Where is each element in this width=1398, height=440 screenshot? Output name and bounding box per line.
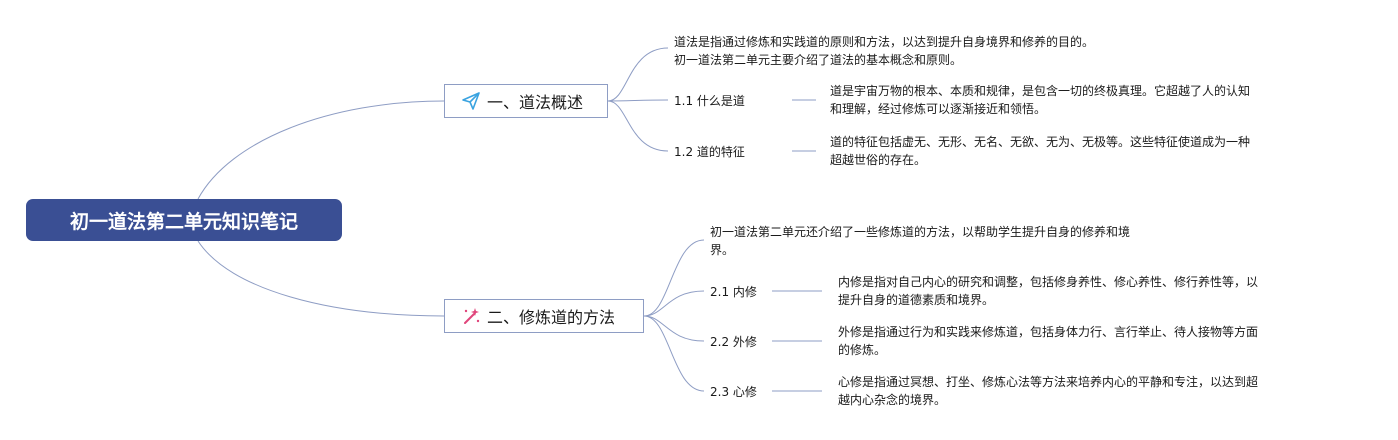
desc-line: 道的特征包括虚无、无形、无名、无欲、无为、无极等。这些特征使道成为一种 [830, 135, 1251, 149]
sub-node-label: 1.2 道的特征 [674, 145, 745, 159]
link-branch-2-item-3 [643, 315, 705, 392]
branch-label: 一、道法概述 [487, 93, 584, 112]
link-branch-1-item-2 [607, 100, 669, 152]
link-root-branch-1 [197, 100, 445, 200]
sub-node-desc: 心修是指通过冥想、打坐、修炼心法等方法来培养内心的平静和专注，以达到超 越内心杂… [838, 373, 1258, 409]
desc-line: 的修炼。 [838, 343, 887, 357]
link-branch-2-item-2 [643, 315, 705, 342]
branch-label: 二、修炼道的方法 [487, 308, 616, 327]
branch-node-methods[interactable]: 二、修炼道的方法 [444, 299, 644, 333]
desc-line: 和理解，经过修炼可以逐渐接近和领悟。 [830, 102, 1047, 116]
sub-node-label: 2.2 外修 [710, 335, 757, 349]
link-root-branch-2 [197, 240, 445, 317]
sub-node-heart-cultivation[interactable]: 2.3 心修 [710, 383, 757, 401]
link-branch-2-summary [643, 239, 705, 317]
desc-line: 提升自身的道德素质和境界。 [838, 293, 995, 307]
root-node[interactable]: 初一道法第二单元知识笔记 [26, 199, 342, 241]
sub-node-desc: 道的特征包括虚无、无形、无名、无欲、无为、无极等。这些特征使道成为一种 超越世俗… [830, 133, 1250, 169]
desc-line: 外修是指通过行为和实践来修炼道，包括身体力行、言行举止、待人接物等方面 [838, 325, 1259, 339]
sub-node-outer-cultivation[interactable]: 2.2 外修 [710, 333, 757, 351]
sub-node-inner-cultivation[interactable]: 2.1 内修 [710, 283, 757, 301]
desc-line: 心修是指通过冥想、打坐、修炼心法等方法来培养内心的平静和专注，以达到超 [838, 375, 1259, 389]
sub-node-what-is-dao[interactable]: 1.1 什么是道 [674, 92, 745, 110]
root-title: 初一道法第二单元知识笔记 [69, 210, 298, 233]
desc-line: 越内心杂念的境界。 [838, 393, 947, 407]
sub-node-label: 2.3 心修 [710, 385, 757, 399]
link-branch-1-item-1 [607, 99, 669, 102]
sub-node-desc: 道是宇宙万物的根本、本质和规律，是包含一切的终极真理。它超越了人的认知 和理解，… [830, 82, 1250, 118]
link-branch-2-item-1 [643, 290, 705, 317]
summary-line: 界。 [710, 243, 735, 257]
branch-2-summary: 初一道法第二单元还介绍了一些修炼道的方法，以帮助学生提升自身的修养和境 界。 [710, 223, 1130, 259]
sub-node-label: 2.1 内修 [710, 285, 757, 299]
desc-line: 内修是指对自己内心的研究和调整，包括修身养性、修心养性、修行养性等，以 [838, 275, 1259, 289]
summary-line: 初一道法第二单元还介绍了一些修炼道的方法，以帮助学生提升自身的修养和境 [710, 225, 1131, 239]
branch-node-overview[interactable]: 一、道法概述 [444, 84, 608, 118]
link-branch-1-summary [607, 47, 669, 102]
summary-line: 道法是指通过修炼和实践道的原则和方法，以达到提升自身境界和修养的目的。 [674, 35, 1095, 49]
magic-wand-icon [461, 306, 481, 326]
paper-plane-icon [461, 91, 481, 111]
desc-line: 超越世俗的存在。 [830, 153, 927, 167]
desc-line: 道是宇宙万物的根本、本质和规律，是包含一切的终极真理。它超越了人的认知 [830, 84, 1251, 98]
summary-line: 初一道法第二单元主要介绍了道法的基本概念和原则。 [674, 53, 963, 67]
branch-1-summary: 道法是指通过修炼和实践道的原则和方法，以达到提升自身境界和修养的目的。 初一道法… [674, 33, 1094, 69]
sub-node-desc: 内修是指对自己内心的研究和调整，包括修身养性、修心养性、修行养性等，以 提升自身… [838, 273, 1258, 309]
sub-node-desc: 外修是指通过行为和实践来修炼道，包括身体力行、言行举止、待人接物等方面 的修炼。 [838, 323, 1258, 359]
sub-node-dao-features[interactable]: 1.2 道的特征 [674, 143, 745, 161]
sub-node-label: 1.1 什么是道 [674, 94, 745, 108]
